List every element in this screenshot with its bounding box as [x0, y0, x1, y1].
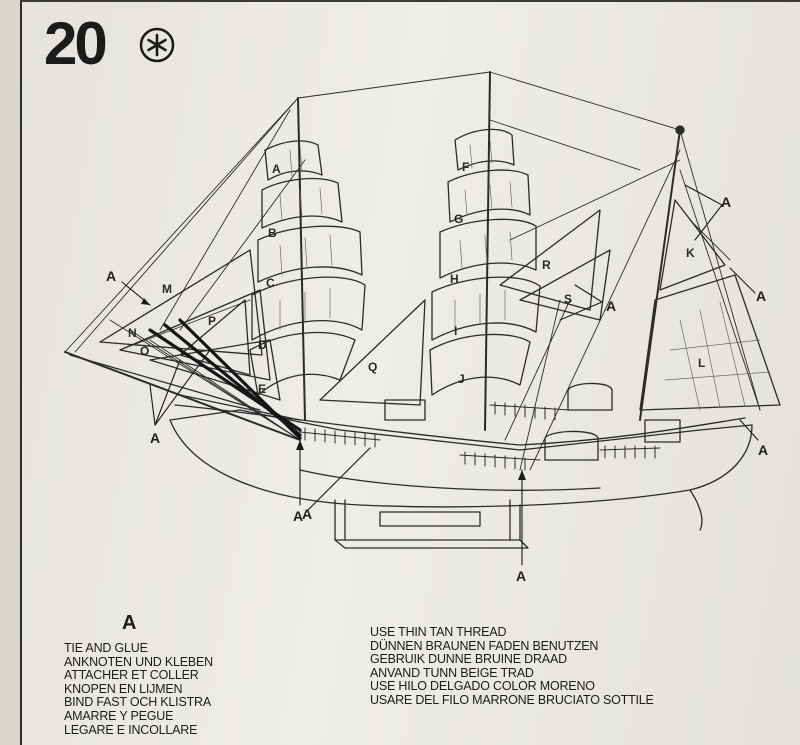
legend-line: USE HILO DELGADO COLOR MORENO — [370, 679, 595, 694]
legend-line: GEBRUIK DUNNE BRUINE DRAAD — [370, 652, 567, 667]
callout-a-staysails: A — [606, 298, 617, 314]
part-label-c: C — [266, 276, 275, 290]
callout-a-stern: A — [758, 442, 769, 458]
callout-a-stand: A — [516, 568, 527, 584]
part-label-k: K — [686, 246, 695, 260]
asterisk-circle-icon — [139, 27, 175, 63]
part-label-s: S — [564, 292, 573, 306]
callout-a-bowsprit: A — [106, 268, 117, 284]
legend-line: TIE AND GLUE — [64, 641, 148, 655]
part-label-q: Q — [368, 360, 378, 374]
part-label-e: E — [258, 382, 267, 396]
legend-line: KNOPEN EN LIJMEN — [64, 681, 183, 696]
part-label-o: O — [140, 344, 150, 358]
legend-key-letter: A — [122, 612, 137, 634]
part-label-i: I — [454, 324, 458, 338]
legend-line: USE THIN TAN THREAD — [370, 625, 507, 639]
step-number: 20 — [44, 10, 108, 77]
legend-line: ANKNOTEN UND KLEBEN — [64, 654, 214, 669]
part-label-a: A — [272, 162, 281, 176]
callout-a-mizzen-top: A — [721, 194, 732, 210]
ship-rigging-diagram — [64, 71, 781, 566]
callout-a-mizzen-gaff: A — [756, 288, 767, 304]
legend-line: AMARRE Y PEGUE — [64, 708, 174, 723]
part-label-f: F — [462, 160, 470, 174]
part-label-j: J — [458, 372, 465, 386]
part-label-n: N — [128, 326, 137, 340]
instruction-sheet — [20, 0, 800, 745]
callout-a-fore-deck: A — [293, 508, 304, 524]
legend-instructions-left: TIE AND GLUE ANKNOTEN UND KLEBEN ATTACHE… — [64, 641, 214, 737]
part-label-d: D — [258, 338, 267, 352]
legend-line: BIND FAST OCH KLISTRA — [64, 695, 211, 710]
legend-line: LEGARE E INCOLLARE — [64, 722, 198, 737]
legend-line: ANVAND TUNN BEIGE TRAD — [370, 665, 534, 680]
legend-line: DÜNNEN BRAUNEN FADEN BENUTZEN — [370, 638, 599, 653]
callout-a-fore-deck-2: A — [302, 506, 313, 522]
part-label-h: H — [450, 272, 459, 286]
legend-line: USARE DEL FILO MARRONE BRUCIATO SOTTILE — [370, 692, 654, 707]
part-label-m: M — [162, 282, 172, 296]
legend-line: ATTACHER ET COLLER — [64, 668, 199, 683]
part-label-g: G — [454, 212, 464, 226]
part-label-b: B — [268, 226, 277, 240]
part-label-p: P — [208, 314, 217, 328]
legend-instructions-right: USE THIN TAN THREAD DÜNNEN BRAUNEN FADEN… — [370, 625, 654, 708]
callout-a-jibs: A — [150, 430, 161, 446]
sheet-top-border — [20, 0, 800, 2]
part-label-r: R — [542, 258, 551, 272]
part-label-l: L — [698, 356, 706, 370]
